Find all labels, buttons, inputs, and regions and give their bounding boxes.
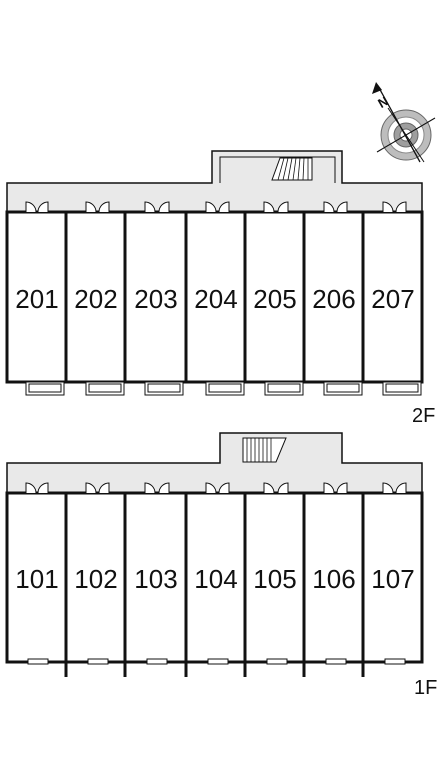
- unit-label-107: 107: [371, 564, 414, 594]
- unit-label-102: 102: [74, 564, 117, 594]
- unit-label-201: 201: [15, 284, 58, 314]
- unit-label-204: 204: [194, 284, 237, 314]
- stairs-1f: [242, 437, 287, 463]
- unit-label-203: 203: [134, 284, 177, 314]
- doors-1f: [25, 482, 407, 494]
- units-block-1f: [5, 491, 424, 664]
- unit-label-103: 103: [134, 564, 177, 594]
- corridor-2f: [6, 150, 423, 213]
- floor-1f: 101 102 103 104 105 106 107 1F: [5, 432, 437, 699]
- unit-label-205: 205: [253, 284, 296, 314]
- windows-1f: [27, 658, 406, 665]
- unit-label-105: 105: [253, 564, 296, 594]
- unit-label-104: 104: [194, 564, 237, 594]
- corridor-1f: [6, 432, 423, 494]
- unit-label-207: 207: [371, 284, 414, 314]
- compass: N: [372, 82, 436, 163]
- unit-label-106: 106: [312, 564, 355, 594]
- floor-label-2f: 2F: [412, 405, 435, 427]
- compass-icon: [372, 82, 436, 163]
- balconies-2f: [25, 381, 422, 396]
- units-block-2f: [5, 210, 424, 384]
- doors-2f: [25, 201, 407, 213]
- floor-2f: 201 202 203 204 205 206 207 2F: [5, 150, 435, 427]
- unit-label-202: 202: [74, 284, 117, 314]
- unit-label-101: 101: [15, 564, 58, 594]
- unit-label-206: 206: [312, 284, 355, 314]
- floor-label-1f: 1F: [414, 677, 437, 699]
- stairs-2f: [271, 157, 313, 181]
